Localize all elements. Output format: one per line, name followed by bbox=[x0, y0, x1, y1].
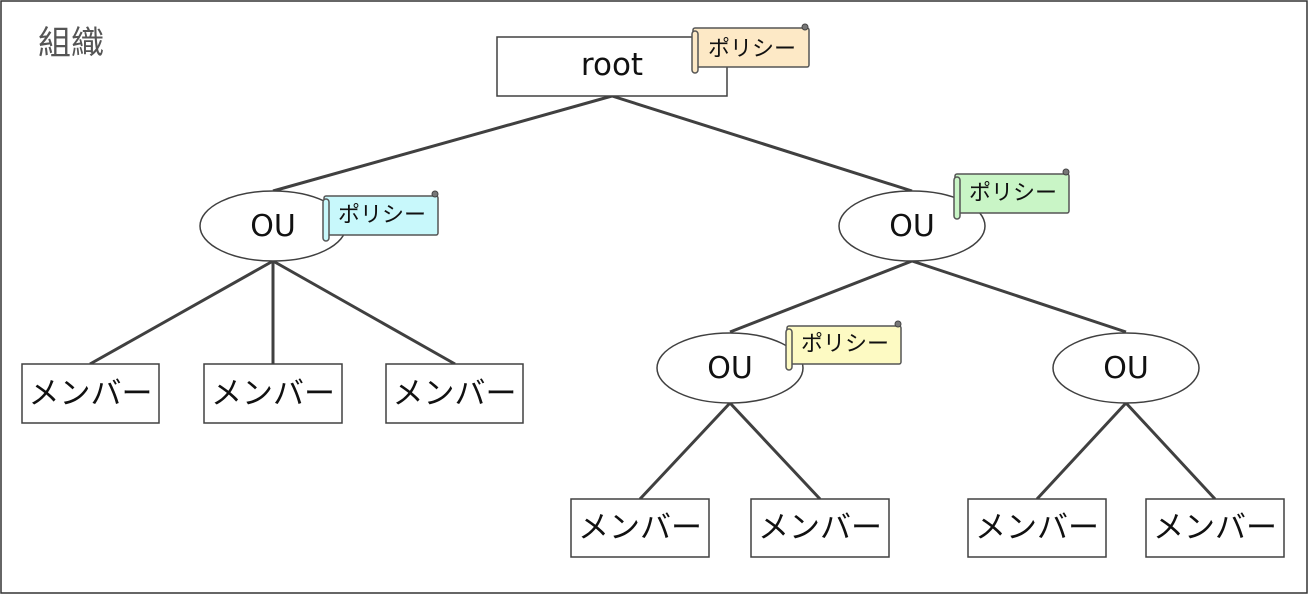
scroll-roll-icon bbox=[322, 198, 330, 242]
root-label: root bbox=[581, 47, 643, 83]
member-label: メンバー bbox=[211, 376, 335, 412]
edge-ou-left-member-3 bbox=[272, 259, 456, 366]
member-node: メンバー bbox=[1145, 498, 1285, 558]
policy-tag-root: ポリシー bbox=[691, 23, 810, 74]
root-box bbox=[496, 36, 728, 97]
edge-root-ou-left bbox=[272, 94, 613, 193]
member-box bbox=[750, 498, 890, 558]
scroll-knob-icon bbox=[894, 320, 902, 328]
member-node: メンバー bbox=[21, 363, 160, 424]
edge-ou-right-left-member-2 bbox=[728, 401, 822, 501]
policy-label: ポリシー bbox=[338, 203, 426, 228]
member-label: メンバー bbox=[393, 376, 517, 412]
connectors bbox=[89, 94, 1217, 501]
edge-root-ou-right bbox=[611, 94, 913, 193]
member-label: メンバー bbox=[975, 510, 1099, 546]
policy-tag-ou-right: ポリシー bbox=[953, 168, 1070, 220]
scroll-roll-icon bbox=[785, 328, 793, 371]
member-label: メンバー bbox=[578, 510, 702, 546]
member-box bbox=[967, 498, 1107, 558]
ou-node-right-right: OU bbox=[1052, 332, 1200, 404]
member-node: メンバー bbox=[385, 363, 524, 424]
member-box bbox=[1145, 498, 1285, 558]
ou-ellipse bbox=[1052, 332, 1200, 404]
ou-ellipse bbox=[656, 332, 804, 404]
member-box bbox=[570, 498, 710, 558]
policy-tag-ou-right-left: ポリシー bbox=[785, 320, 902, 371]
member-node: メンバー bbox=[570, 498, 710, 558]
member-node: メンバー bbox=[203, 363, 343, 424]
scroll-roll-icon bbox=[691, 30, 699, 74]
scroll-knob-icon bbox=[431, 190, 439, 198]
member-box bbox=[21, 363, 160, 424]
edge-ou-right-ou-right-left bbox=[729, 259, 913, 334]
ou-node-right: OU bbox=[838, 190, 986, 262]
edge-ou-right-right-member-2 bbox=[1124, 401, 1217, 501]
member-label: メンバー bbox=[1153, 510, 1277, 546]
edge-ou-right-left-member-1 bbox=[638, 401, 732, 501]
policy-label: ポリシー bbox=[969, 181, 1057, 206]
policy-label: ポリシー bbox=[801, 332, 889, 357]
edge-ou-left-member-1 bbox=[89, 259, 274, 366]
ou-label: OU bbox=[889, 209, 935, 244]
policy-tag-ou-left: ポリシー bbox=[322, 190, 439, 242]
scroll-roll-icon bbox=[953, 176, 961, 220]
ou-node-right-left: OU bbox=[656, 332, 804, 404]
member-label: メンバー bbox=[29, 376, 153, 412]
ou-label: OU bbox=[1103, 351, 1149, 386]
diagram-title: 組織 bbox=[38, 23, 104, 62]
member-label: メンバー bbox=[758, 510, 882, 546]
scroll-knob-icon bbox=[801, 23, 809, 31]
member-box bbox=[203, 363, 343, 424]
member-node: メンバー bbox=[750, 498, 890, 558]
ou-node-left: OU bbox=[199, 190, 347, 262]
ou-label: OU bbox=[707, 351, 753, 386]
ou-ellipse bbox=[838, 190, 986, 262]
ou-label: OU bbox=[250, 209, 296, 244]
policy-label: ポリシー bbox=[708, 37, 796, 62]
scroll-knob-icon bbox=[1062, 168, 1070, 176]
member-box bbox=[385, 363, 524, 424]
member-node: メンバー bbox=[967, 498, 1107, 558]
edge-ou-right-right-member-1 bbox=[1035, 401, 1128, 501]
root-node: root bbox=[496, 36, 728, 97]
edge-ou-right-ou-right-right bbox=[911, 259, 1127, 334]
